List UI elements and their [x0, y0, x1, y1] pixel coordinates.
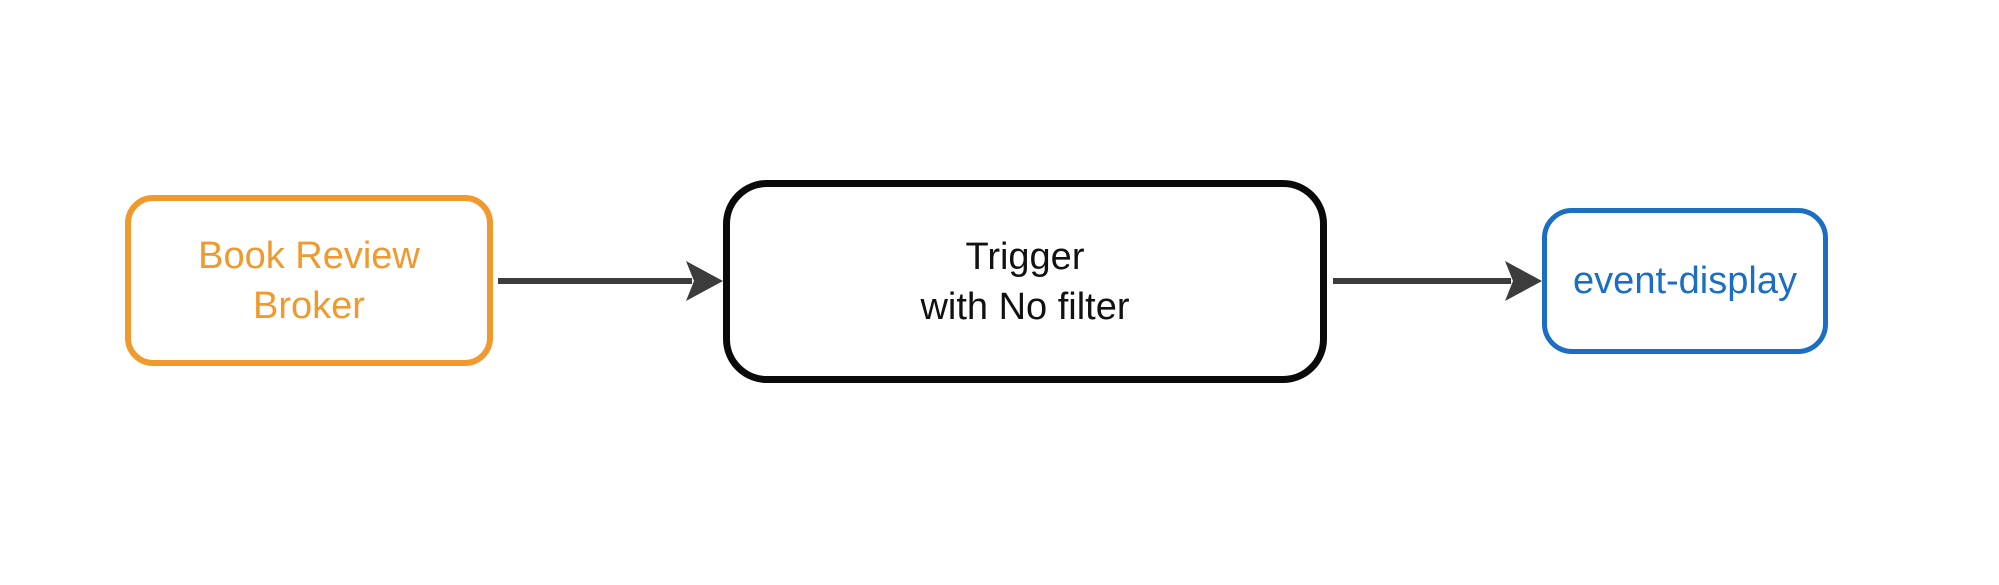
- arrow-head-icon: [1505, 261, 1542, 301]
- node-label: Broker: [253, 284, 365, 327]
- node-trigger-with-no-filter: Trigger with No filter: [723, 180, 1327, 383]
- node-label: with No filter: [920, 285, 1130, 328]
- arrow-trigger-to-event-display: [1333, 261, 1542, 301]
- arrow-head-icon: [686, 261, 723, 301]
- node-label: event-display: [1573, 260, 1797, 302]
- node-label: Book Review: [198, 234, 420, 277]
- node-label: Trigger: [965, 235, 1085, 278]
- node-event-display: event-display: [1542, 208, 1828, 354]
- arrow-broker-to-trigger: [498, 261, 723, 301]
- node-book-review-broker: Book Review Broker: [125, 195, 493, 366]
